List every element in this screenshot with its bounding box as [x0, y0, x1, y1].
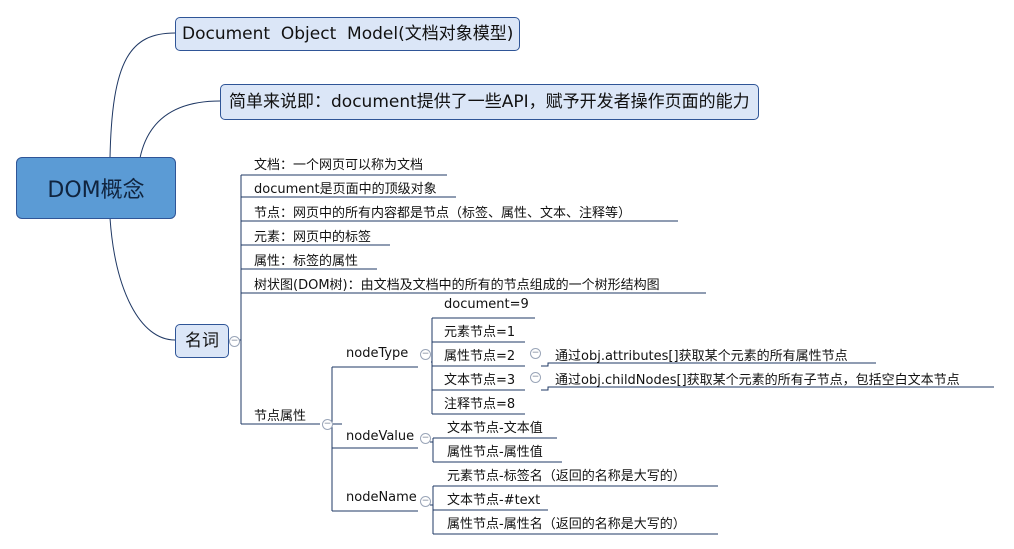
- attr-collapse-icon[interactable]: −: [530, 348, 541, 359]
- nodetype-item[interactable]: document=9: [444, 297, 529, 312]
- text-collapse-icon[interactable]: −: [530, 372, 541, 383]
- nodename-collapse-icon[interactable]: −: [420, 496, 431, 507]
- nodevalue-topic[interactable]: nodeValue: [346, 429, 415, 444]
- nodevalue-item[interactable]: 文本节点-文本值: [447, 421, 543, 436]
- root-label: DOM概念: [47, 178, 145, 203]
- term-item[interactable]: document是页面中的顶级对象: [254, 182, 437, 197]
- nodetype-item[interactable]: 文本节点=3: [444, 373, 516, 388]
- node-props-collapse-icon[interactable]: −: [322, 419, 333, 430]
- nodename-item[interactable]: 属性节点-属性名（返回的名称是大写的）: [447, 517, 686, 532]
- nodevalue-collapse-icon[interactable]: −: [420, 433, 431, 444]
- nodetype-topic[interactable]: nodeType: [346, 346, 409, 361]
- nodetype-item[interactable]: 元素节点=1: [444, 325, 516, 340]
- nodename-item[interactable]: 元素节点-标签名（返回的名称是大写的）: [447, 469, 686, 484]
- nodename-item[interactable]: 文本节点-#text: [447, 493, 541, 508]
- term-item[interactable]: 属性：标签的属性: [254, 254, 359, 269]
- node-props-topic[interactable]: 节点属性: [254, 409, 307, 424]
- topic-summary-label: 简单来说即：document提供了一些API，赋予开发者操作页面的能力: [229, 92, 750, 112]
- text-note[interactable]: 通过obj.childNodes[]获取某个元素的所有子节点，包括空白文本节点: [555, 373, 960, 388]
- term-item[interactable]: 文档：一个网页可以称为文档: [254, 158, 424, 173]
- topic-terms[interactable]: 名词: [175, 324, 229, 358]
- nodetype-item[interactable]: 属性节点=2: [444, 349, 516, 364]
- nodevalue-item[interactable]: 属性节点-属性值: [447, 445, 543, 460]
- topic-definition-label: Document Object Model(文档对象模型): [182, 24, 514, 44]
- terms-collapse-icon[interactable]: −: [229, 336, 240, 347]
- term-item[interactable]: 节点：网页中的所有内容都是节点（标签、属性、文本、注释等）: [254, 206, 632, 221]
- term-item[interactable]: 元素：网页中的标签: [254, 230, 372, 245]
- topic-definition[interactable]: Document Object Model(文档对象模型): [175, 17, 521, 51]
- topic-terms-label: 名词: [185, 331, 219, 351]
- root-topic[interactable]: DOM概念: [16, 157, 176, 219]
- nodetype-collapse-icon[interactable]: −: [420, 349, 431, 360]
- attr-note[interactable]: 通过obj.attributes[]获取某个元素的所有属性节点: [555, 349, 848, 364]
- nodename-topic[interactable]: nodeName: [346, 490, 417, 505]
- topic-summary[interactable]: 简单来说即：document提供了一些API，赋予开发者操作页面的能力: [220, 84, 759, 120]
- nodetype-item[interactable]: 注释节点=8: [444, 397, 516, 412]
- term-item[interactable]: 树状图(DOM树)：由文档及文档中的所有的节点组成的一个树形结构图: [254, 278, 660, 293]
